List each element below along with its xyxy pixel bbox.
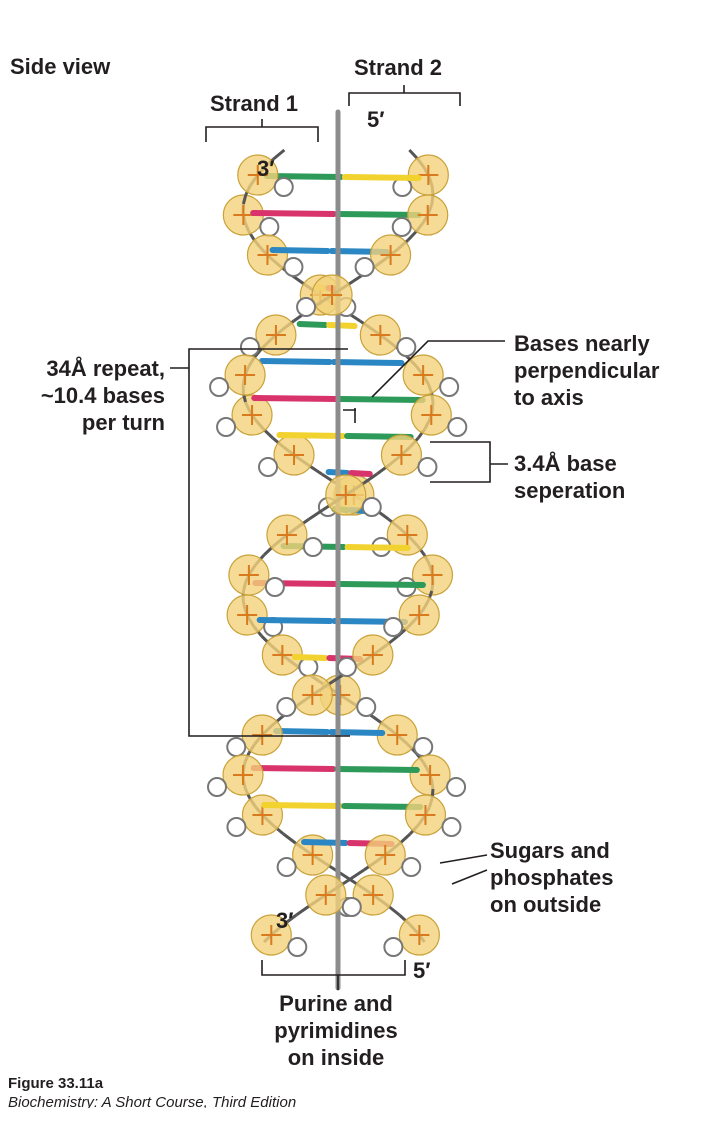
- sugar-ring: [402, 858, 420, 876]
- backbone-segment: [347, 276, 361, 285]
- sugar-ring: [397, 338, 415, 356]
- sugar-ring: [266, 578, 284, 596]
- base-pair: [348, 547, 408, 548]
- sugar-ring: [357, 698, 375, 716]
- base-pair: [334, 362, 402, 363]
- sugar-ring: [227, 818, 245, 836]
- sugar-ring: [227, 738, 245, 756]
- strand2-label: Strand 2: [354, 54, 442, 81]
- sugar-ring: [384, 618, 402, 636]
- sugar-ring: [393, 218, 411, 236]
- perpendicular-label: Bases nearly perpendicular to axis: [514, 330, 659, 411]
- separation-bracket: [430, 442, 490, 482]
- sugar-ring: [241, 338, 259, 356]
- end-label-bottom-right: 5′: [413, 957, 431, 984]
- base-pair: [273, 250, 328, 251]
- end-label-top-right: 5′: [367, 106, 385, 133]
- base-pair: [351, 473, 370, 474]
- backbone-segment: [274, 150, 285, 159]
- backbone-segment: [400, 834, 410, 843]
- repeat-label: 34Å repeat, ~10.4 bases per turn: [8, 355, 165, 436]
- base-pair: [264, 805, 340, 806]
- sugars-leader: [440, 855, 487, 884]
- sugar-ring: [384, 938, 402, 956]
- sugar-ring: [275, 178, 293, 196]
- backbone-segment: [409, 150, 417, 159]
- base-pair: [279, 435, 343, 436]
- sugar-ring: [284, 258, 302, 276]
- sugar-ring: [208, 778, 226, 796]
- base-pair: [329, 325, 354, 326]
- base-pair: [337, 769, 417, 770]
- base-pair: [262, 361, 330, 362]
- end-label-top-left: 3′: [257, 155, 275, 182]
- sugar-ring: [448, 418, 466, 436]
- base-pair: [300, 324, 325, 325]
- backbone-segment: [309, 510, 322, 519]
- sugar-ring: [338, 658, 356, 676]
- sugar-ring: [259, 458, 277, 476]
- base-pair: [254, 768, 334, 769]
- sugar-ring: [414, 738, 432, 756]
- sugar-ring: [447, 778, 465, 796]
- base-pair: [340, 399, 422, 400]
- sugar-ring: [210, 378, 228, 396]
- figure-number: Figure 33.11a: [8, 1075, 103, 1092]
- sugar-ring: [304, 538, 322, 556]
- sugars-label: Sugars and phosphates on outside: [490, 837, 613, 918]
- sugar-ring: [277, 698, 295, 716]
- sugar-ring: [363, 498, 381, 516]
- base-pair: [345, 177, 419, 178]
- backbone-segment: [283, 834, 295, 843]
- sugar-ring: [442, 818, 460, 836]
- strand1-bracket: [206, 119, 318, 142]
- sugar-ring: [288, 938, 306, 956]
- backbone-segment: [296, 906, 309, 915]
- base-pair: [341, 584, 423, 585]
- sugar-ring: [217, 418, 235, 436]
- sugar-ring: [440, 378, 458, 396]
- base-pair: [338, 214, 419, 215]
- inside-label: Purine and pyrimidines on inside: [236, 990, 436, 1071]
- base-pair: [254, 398, 336, 399]
- base-pair: [295, 657, 326, 658]
- strand1-label: Strand 1: [210, 90, 298, 117]
- base-pair: [253, 213, 334, 214]
- sugar-ring: [418, 458, 436, 476]
- base-pair: [276, 731, 327, 732]
- base-pair: [260, 620, 331, 621]
- inside-bracket: [262, 960, 405, 990]
- sugar-ring: [260, 218, 278, 236]
- separation-label: 3.4Å base seperation: [514, 450, 625, 504]
- sugar-ring: [297, 298, 315, 316]
- strand2-bracket: [349, 85, 460, 106]
- backbone-segment: [388, 906, 399, 915]
- end-label-bottom-left: 3′: [276, 907, 294, 934]
- figure-source: Biochemistry: A Short Course, Third Edit…: [8, 1094, 296, 1108]
- sugar-ring: [278, 858, 296, 876]
- sugar-ring: [299, 658, 317, 676]
- backbone-segment: [350, 870, 364, 879]
- view-title: Side view: [10, 53, 110, 80]
- sugar-ring: [356, 258, 374, 276]
- angle-mark: [343, 408, 356, 423]
- sugar-ring: [343, 898, 361, 916]
